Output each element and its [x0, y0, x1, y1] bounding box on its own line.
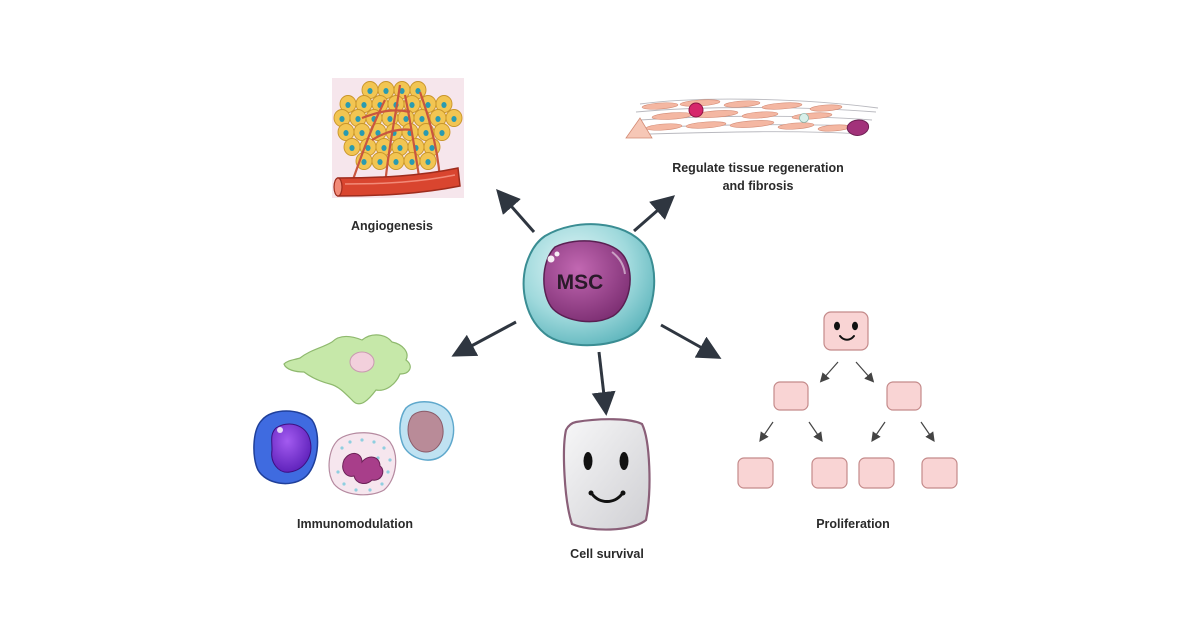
cell-survival-label: Cell survival: [570, 547, 644, 561]
msc-label: MSC: [557, 271, 604, 294]
tissue-regeneration-label-line1: Regulate tissue regeneration: [672, 161, 844, 175]
survival-eye-left: [583, 452, 593, 470]
arrow-to-cell-survival: [591, 351, 616, 416]
angiogenesis-illustration: [332, 78, 464, 198]
fibroblast: [791, 112, 833, 120]
purple-cell: [846, 119, 870, 136]
fibroblast-triangle: [625, 117, 653, 139]
red-cell: [688, 102, 704, 118]
immunomodulation-label: Immunomodulation: [297, 517, 413, 531]
fibroblast: [645, 123, 683, 131]
fibroblasts: [641, 99, 851, 132]
fibroblast: [685, 121, 727, 129]
fibroblast: [741, 111, 779, 119]
fibroblast: [723, 100, 761, 108]
cell-survival-illustration: [562, 418, 651, 531]
immunomodulation-illustration: [253, 334, 455, 496]
angiogenesis-label: Angiogenesis: [351, 219, 433, 233]
fibroblast: [641, 102, 679, 110]
survival-smile: [590, 492, 624, 503]
survival-eye-right: [619, 452, 629, 470]
tissue-regeneration-label: Regulate tissue regeneration and fibrosi…: [640, 159, 876, 195]
daughter-cells: [737, 381, 958, 489]
fibroblast: [777, 122, 815, 130]
proliferation-label: Proliferation: [816, 517, 890, 531]
parent-cell: [823, 311, 869, 351]
arrow-to-angiogenesis: [496, 189, 536, 233]
fibroblast: [809, 104, 843, 112]
fibroblast: [761, 102, 803, 110]
msc-cell: MSC: [522, 223, 656, 347]
proliferation-illustration: [737, 311, 958, 489]
survival-cell: [562, 418, 651, 531]
arrow-to-regeneration: [633, 195, 676, 233]
fibroblast: [651, 112, 693, 120]
effect-arrows: [451, 189, 722, 416]
tissue-regeneration-illustration: [625, 98, 879, 139]
division-arrows: [759, 361, 935, 442]
arrow-to-immunomodulation: [451, 320, 517, 357]
arrow-to-proliferation: [660, 323, 722, 359]
tissue-regeneration-label-line2: and fibrosis: [722, 179, 794, 193]
macrophage: [283, 334, 411, 405]
fibroblast: [729, 120, 775, 128]
msc-nucleus: [543, 240, 631, 323]
